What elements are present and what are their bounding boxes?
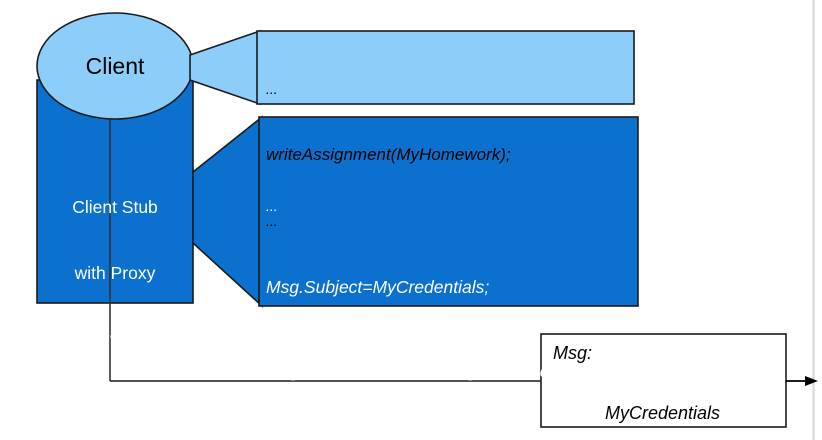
application-code-line-2: writeAssignment(MyHomework); [266, 145, 511, 164]
message-box-values: MyCredentials writeAssignment_Id MyHomew… [605, 343, 762, 440]
message-box-tag: Msg: [553, 343, 593, 363]
client-stub-label-line-4: PEP and PDP) [57, 395, 173, 415]
client-stub-label-line-3: (here without [64, 329, 166, 349]
client-stub-label-line-2: with Proxy [74, 263, 156, 283]
stub-code-line-2: Msg.Subject=MyCredentials; [266, 277, 490, 297]
application-callout-tail [189, 29, 261, 106]
client-label: Client [85, 53, 145, 79]
application-code-line-3: ... [266, 213, 278, 229]
stub-code-line-3: Msg.Method_Id=writeAssignment_Id; [266, 361, 555, 381]
application-code-line-1: ... [266, 81, 278, 97]
stub-code-line-1: ... [266, 198, 278, 214]
message-value-1: MyCredentials [605, 403, 721, 423]
stub-callout-code: ... Msg.Subject=MyCredentials; Msg.Metho… [266, 139, 634, 440]
client-stub-label: Client Stub with Proxy (here without PEP… [37, 152, 193, 440]
client-stub-label-line-1: Client Stub [72, 197, 158, 217]
message-flow-arrowhead-icon [805, 376, 818, 386]
stub-callout-box[interactable] [258, 116, 639, 307]
message-box[interactable] [540, 333, 787, 428]
stub-callout-tail [192, 115, 263, 308]
application-callout-code: ... writeAssignment(MyHomework); ... [266, 34, 628, 276]
application-callout-box[interactable] [256, 30, 635, 105]
